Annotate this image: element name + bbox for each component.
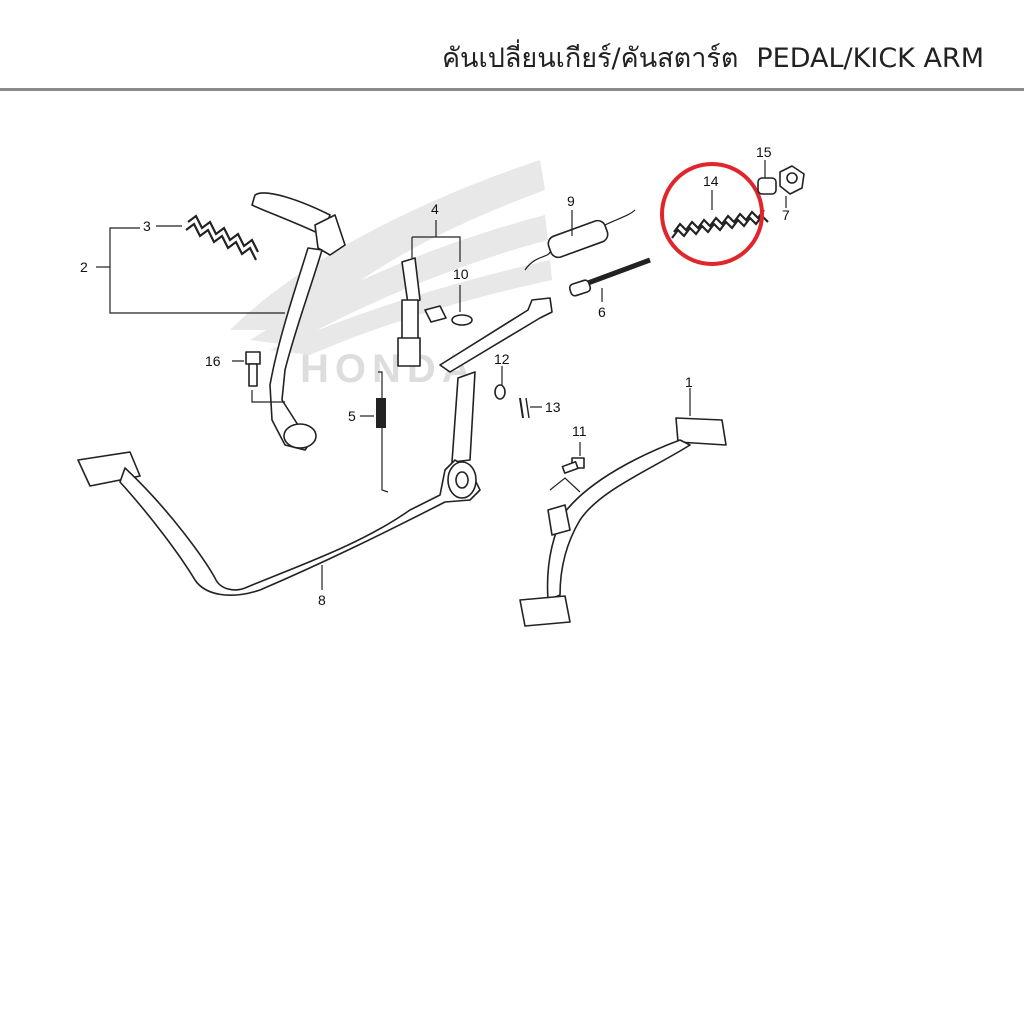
callout-12: 12 bbox=[494, 351, 510, 367]
callout-13: 13 bbox=[545, 399, 561, 415]
brake-pedal-8 bbox=[77, 451, 481, 596]
gear-shift-pedal-1 bbox=[519, 417, 727, 627]
nut-7 bbox=[779, 165, 805, 195]
shift-assembly-4 bbox=[397, 257, 447, 367]
spring-3 bbox=[185, 214, 259, 261]
highlight-circle bbox=[660, 162, 764, 266]
honda-watermark-text: HONDA bbox=[300, 347, 477, 391]
callout-15: 15 bbox=[756, 144, 772, 160]
callout-11: 11 bbox=[572, 423, 587, 439]
header: คันเปลี่ยนเกียร์/คันสตาร์ต PEDAL/KICK ARM bbox=[0, 0, 1024, 96]
callout-7: 7 bbox=[782, 207, 790, 223]
callout-14: 14 bbox=[703, 173, 719, 189]
callout-2: 2 bbox=[80, 259, 88, 275]
spring-5 bbox=[376, 371, 389, 493]
bolt-16 bbox=[245, 351, 261, 387]
callout-16: 16 bbox=[205, 353, 221, 369]
callout-bracket-4 bbox=[411, 236, 461, 262]
leader-16 bbox=[232, 360, 285, 403]
return-spring-9 bbox=[524, 209, 636, 271]
pin-15 bbox=[757, 177, 777, 195]
clip-10 bbox=[451, 314, 473, 326]
link-arm bbox=[439, 297, 553, 463]
header-divider bbox=[0, 88, 1024, 91]
callout-6: 6 bbox=[598, 304, 606, 320]
leader-11 bbox=[549, 442, 581, 493]
callout-10: 10 bbox=[453, 266, 469, 282]
callout-8: 8 bbox=[318, 592, 326, 608]
callout-9: 9 bbox=[567, 193, 575, 209]
bolt-11 bbox=[561, 457, 585, 474]
kick-starter-arm bbox=[251, 192, 346, 451]
spring-14 bbox=[671, 209, 769, 239]
callout-5: 5 bbox=[348, 408, 356, 424]
callout-bracket-2 bbox=[109, 227, 285, 314]
cotter-pin-13 bbox=[519, 397, 530, 419]
title-thai: คันเปลี่ยนเกียร์/คันสตาร์ต bbox=[441, 43, 739, 74]
washer-12 bbox=[494, 384, 506, 400]
callout-3: 3 bbox=[143, 218, 151, 234]
page-title: คันเปลี่ยนเกียร์/คันสตาร์ต PEDAL/KICK ARM bbox=[442, 36, 984, 79]
callout-4: 4 bbox=[431, 201, 439, 217]
rod-6 bbox=[568, 257, 651, 297]
callout-1: 1 bbox=[685, 374, 693, 390]
title-english: PEDAL/KICK ARM bbox=[756, 43, 984, 74]
